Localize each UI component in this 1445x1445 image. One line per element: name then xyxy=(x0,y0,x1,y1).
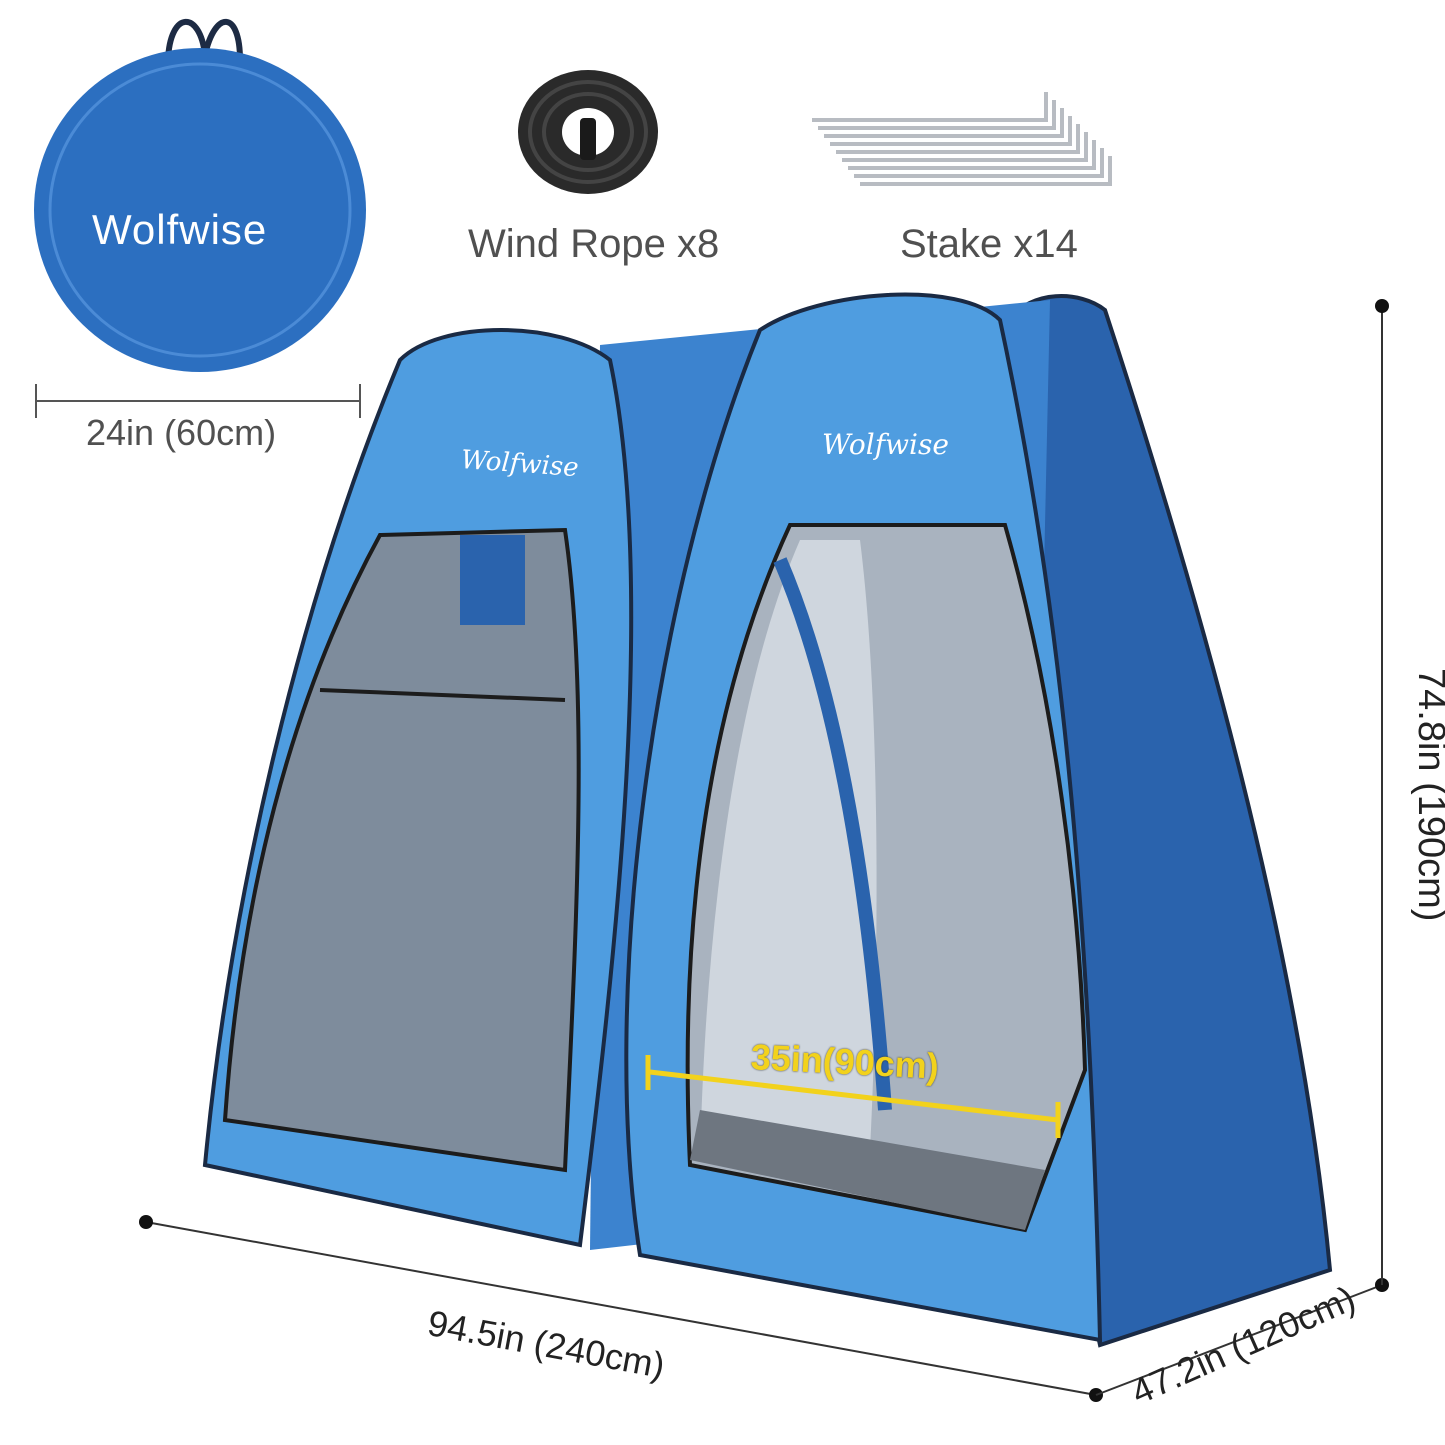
stakes-icon xyxy=(812,92,1112,186)
wind-rope-icon xyxy=(518,70,658,194)
right-tent-brand-logo: Wolfwise xyxy=(822,428,949,461)
tent xyxy=(202,292,1333,1348)
door-width-arrow xyxy=(645,1055,1061,1138)
carry-bag xyxy=(34,18,366,372)
bag-brand-logo: Wolfwise xyxy=(92,206,268,253)
height-dimension-line xyxy=(1375,299,1389,1285)
wind-rope-label: Wind Rope x8 xyxy=(468,222,720,266)
bag-dimension-line xyxy=(35,384,361,418)
bag-size-label: 24in (60cm) xyxy=(86,412,277,453)
stake-label: Stake x14 xyxy=(900,222,1078,266)
tent-height-label: 74.8in (190cm) xyxy=(1410,668,1445,922)
